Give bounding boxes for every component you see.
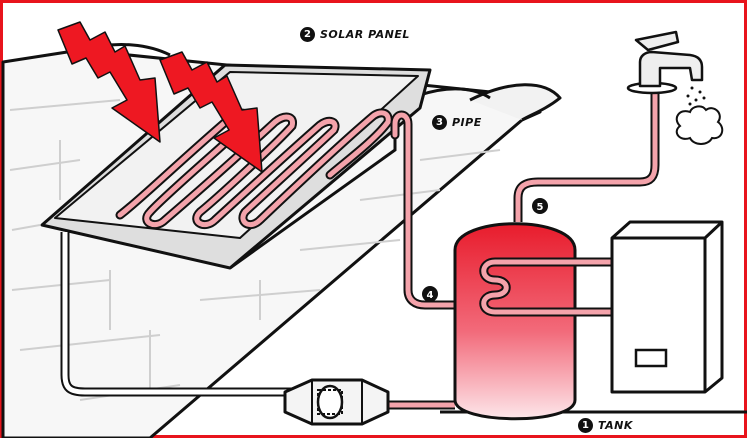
pipe-text: PIPE (452, 116, 482, 129)
step-4-marker: 4 (422, 286, 438, 302)
pipe-number: 3 (432, 115, 447, 130)
svg-text:5: 5 (537, 202, 544, 213)
water-drops (687, 87, 706, 106)
tank-label: 1 TANK (578, 418, 668, 433)
steam-icon (677, 106, 723, 144)
tank-text: TANK (598, 419, 633, 432)
solar-panel-text: SOLAR PANEL (320, 28, 410, 41)
tank-number: 1 (578, 418, 593, 433)
boiler-icon (612, 222, 722, 392)
solar-panel-number: 2 (300, 27, 315, 42)
boiler-pipes (575, 262, 615, 312)
svg-text:4: 4 (427, 290, 434, 301)
solar-panel-label: 2 SOLAR PANEL (300, 27, 450, 42)
step-5-marker: 5 (532, 198, 548, 214)
pump-icon (285, 380, 388, 424)
pipe-label: 3 PIPE (432, 115, 522, 130)
faucet-icon (628, 32, 702, 93)
storage-tank (455, 224, 580, 419)
